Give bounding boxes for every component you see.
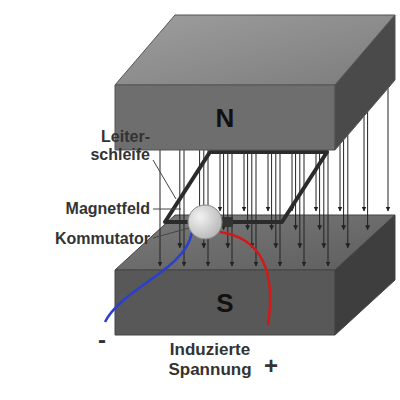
- leader-line: [153, 160, 176, 199]
- conductor-loop: [165, 152, 327, 222]
- field-line: [292, 150, 293, 211]
- field-line: [280, 150, 281, 266]
- leader-line: [153, 228, 189, 238]
- field-line: [316, 150, 317, 211]
- field-line: [232, 150, 233, 266]
- field-line: [323, 150, 324, 248]
- field-line: [388, 88, 389, 211]
- field-line: [299, 150, 300, 248]
- field-line: [367, 112, 368, 230]
- field-line: [160, 150, 161, 266]
- field-line: [343, 140, 344, 230]
- pole-letter: N: [216, 105, 235, 131]
- voltage-label: Induzierte Spannung: [145, 340, 275, 379]
- field-line: [347, 135, 348, 248]
- commutator-label: Kommutator: [55, 230, 150, 248]
- field-line: [271, 150, 272, 230]
- field-line: [328, 150, 329, 266]
- field-line: [220, 150, 221, 211]
- field-line: [247, 150, 248, 230]
- field-line: [304, 150, 305, 266]
- loop-label: Leiter- schleife: [55, 128, 150, 165]
- pole-letter: S: [216, 290, 233, 316]
- field-line: [251, 150, 252, 248]
- north-magnet: [115, 15, 395, 150]
- field-line: [364, 116, 365, 211]
- magnet-front-face: [115, 270, 335, 335]
- magnet-side-face: [335, 215, 395, 335]
- south-pole: S: [115, 270, 335, 335]
- plus-sign: +: [264, 352, 278, 380]
- field-line: [268, 150, 269, 211]
- field-line: [275, 150, 276, 248]
- field-line: [244, 150, 245, 211]
- leader-line: [153, 209, 181, 210]
- field-label: Magnetfeld: [66, 200, 150, 218]
- minus-sign: -: [98, 326, 106, 354]
- field-line: [340, 144, 341, 211]
- field-line: [295, 150, 296, 230]
- magnet-side-face: [335, 15, 395, 150]
- commutator: [188, 205, 222, 239]
